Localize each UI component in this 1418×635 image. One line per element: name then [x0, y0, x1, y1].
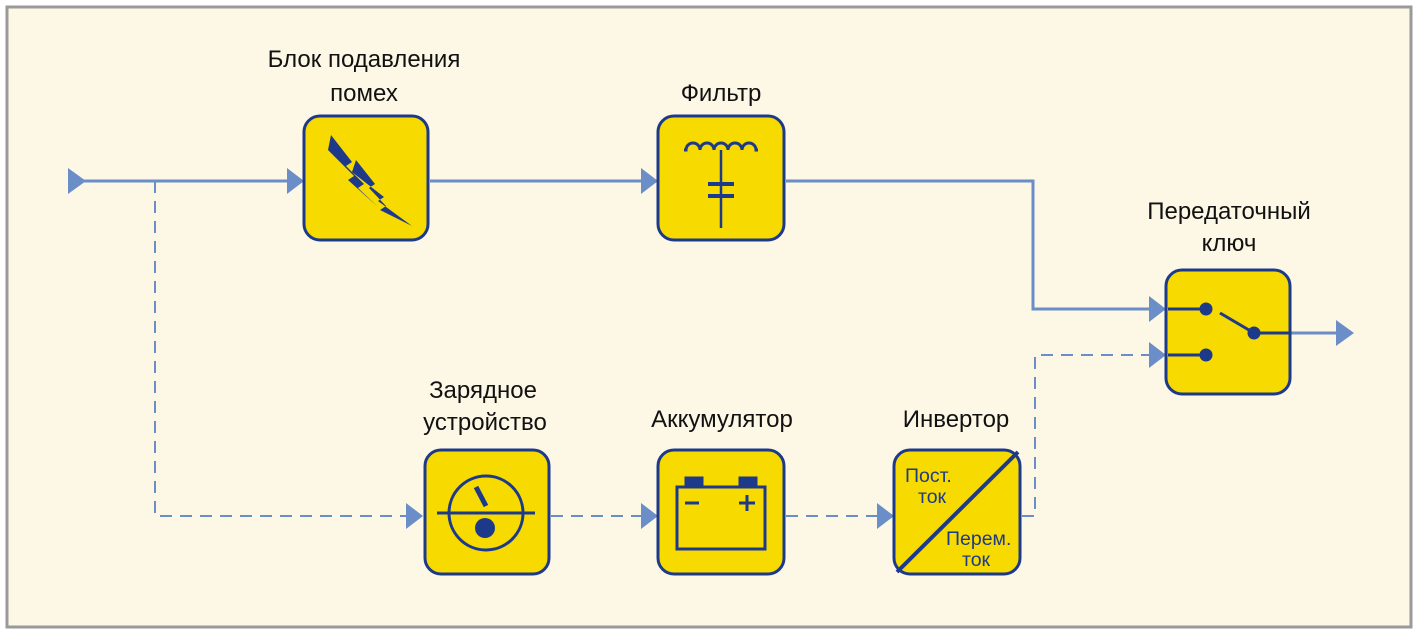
lightning-icon [328, 135, 412, 226]
suppressor-title-line1: Блок подавления [268, 46, 461, 73]
arrow-into-inverter [877, 503, 894, 529]
switch-icon [1168, 302, 1290, 362]
main-power-path [80, 179, 1338, 335]
arrow-into-suppressor [287, 168, 304, 194]
backup-power-path [154, 181, 1152, 517]
arrow-into-battery [641, 503, 658, 529]
arrow-into-switch-backup [1149, 342, 1166, 368]
suppressor-title-line2: помех [330, 80, 398, 107]
inverter-title: Инвертор [903, 406, 1010, 433]
suppressor-block: Блок подавления помех [268, 46, 461, 242]
inverter-block: Инвертор Пост. ток Перем. ток [892, 406, 1022, 576]
arrow-into-filter [641, 168, 658, 194]
inverter-ac-line2: ток [962, 549, 991, 571]
arrow-into-switch-main [1149, 296, 1166, 322]
battery-block: Аккумулятор [651, 406, 793, 576]
switch-title-line2: ключ [1202, 230, 1257, 257]
switch-title-line1: Передаточный [1147, 198, 1311, 225]
flow-arrows [68, 168, 1354, 529]
charger-block: Зарядное устройство [423, 377, 551, 576]
gauge-icon [437, 474, 535, 552]
battery-title: Аккумулятор [651, 406, 793, 433]
inverter-ac-line1: Перем. [946, 528, 1011, 550]
inverter-divider [895, 450, 1020, 574]
filter-title: Фильтр [681, 80, 762, 107]
filter-block: Фильтр [656, 80, 786, 242]
inverter-dc-line2: ток [918, 486, 947, 508]
charger-title-line1: Зарядное [429, 377, 537, 404]
input-arrow [68, 168, 86, 194]
transfer-switch-block: Передаточный ключ [1147, 198, 1311, 396]
lc-filter-icon [684, 141, 758, 228]
output-arrow [1336, 320, 1354, 346]
arrow-into-charger [406, 503, 423, 529]
battery-icon [675, 476, 767, 551]
inverter-dc-line1: Пост. [905, 465, 952, 487]
charger-title-line2: устройство [423, 409, 547, 436]
